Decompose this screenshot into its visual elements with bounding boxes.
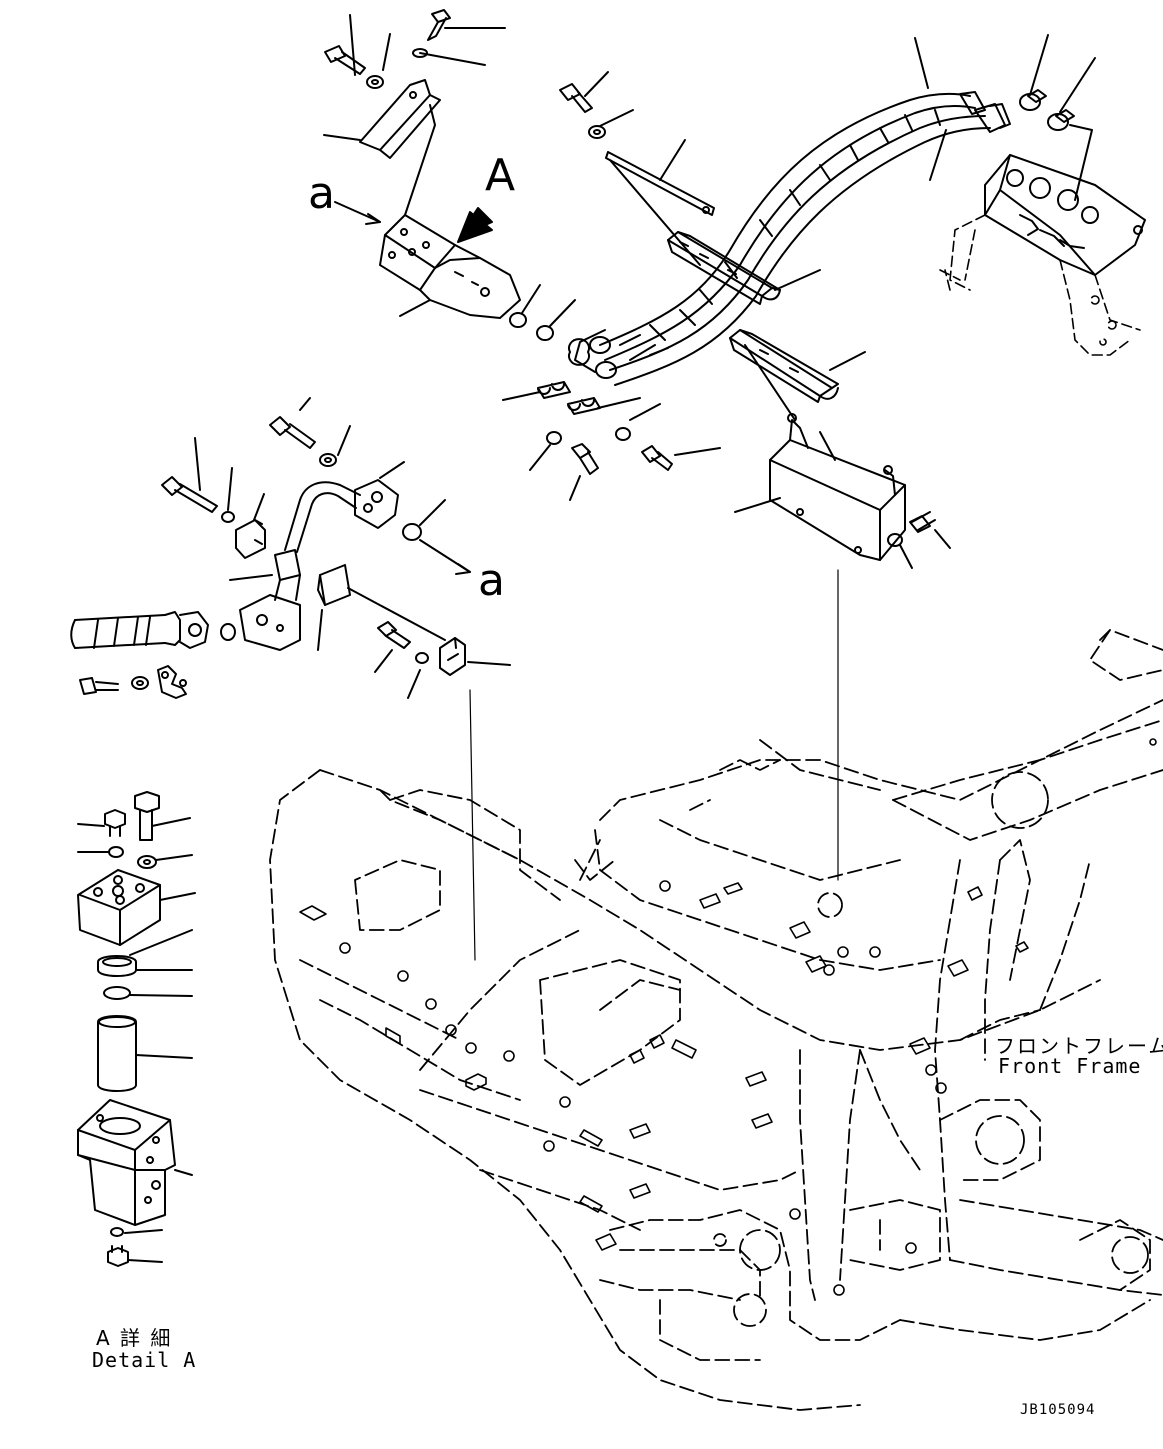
drawing-code: JB105094 [1020,1402,1096,1418]
right-valve-assembly [939,34,1146,356]
view-arrow-head [457,211,493,243]
center-clamp-hardware [502,381,721,501]
top-center-hardware [559,71,715,266]
front-frame-label-jp: フロントフレーム [995,1034,1163,1058]
front-frame-outline [269,629,1163,1411]
front-frame-label-en: Front Frame [998,1054,1142,1078]
valve-block [379,214,576,341]
hose-pair [568,37,1011,386]
bracket-assembly [323,9,506,216]
detail-title-jp: A 詳 細 [96,1326,173,1350]
hose-clamps [667,231,866,421]
guard-plate [734,413,951,569]
left-hose-piece [70,611,236,699]
clamp-mount-line [469,689,476,961]
ref-letter-a-bottom: a [478,555,505,606]
view-letter-a: A [485,150,516,201]
small-clamp [374,621,511,699]
ref-a-arrow-top [334,201,381,223]
frame-studs [299,738,1157,1296]
detail-title-en: Detail A [92,1348,197,1372]
elbow-pipe [161,397,446,651]
detail-a-stack [77,791,196,1267]
ref-letter-a-top: a [308,168,335,219]
